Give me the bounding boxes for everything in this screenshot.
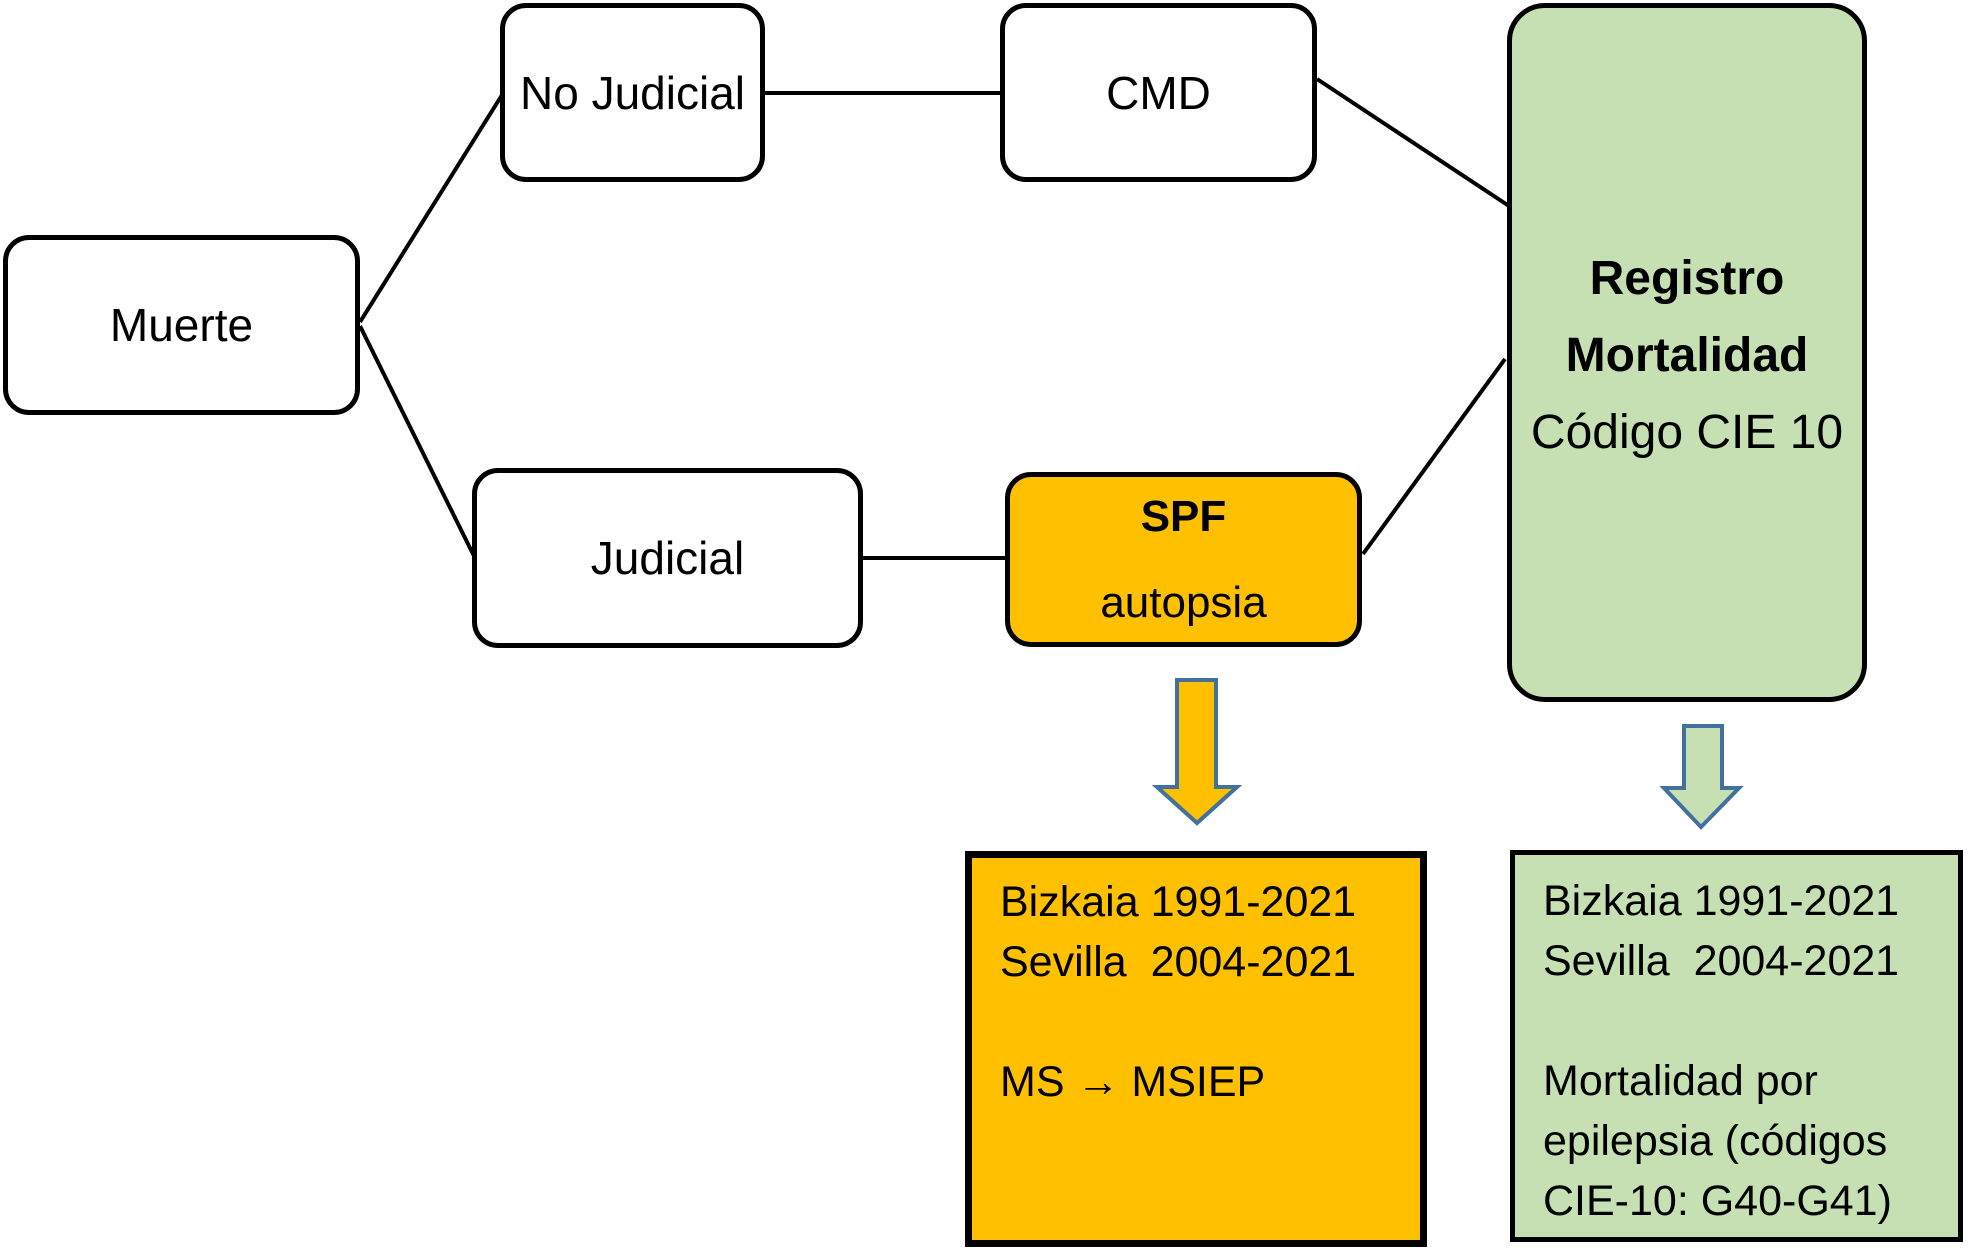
node-no-judicial-label: No Judicial bbox=[520, 66, 745, 119]
registro-title-line1: Registro bbox=[1589, 252, 1785, 305]
node-spf-title: SPF bbox=[1140, 491, 1227, 541]
node-registro-content: Registro Mortalidad Código CIE 10 bbox=[1512, 240, 1862, 471]
registro-subtitle: Código CIE 10 bbox=[1530, 406, 1844, 459]
down-arrow-icon-registro bbox=[1659, 724, 1744, 830]
down-arrow-icon-spf bbox=[1151, 678, 1243, 826]
registro-data-line: Mortalidad por bbox=[1543, 1057, 1818, 1105]
spf-data-line: MS → MSIEP bbox=[1000, 1058, 1266, 1106]
spf-data-box: Bizkaia 1991-2021 Sevilla 2004-2021 MS →… bbox=[965, 851, 1427, 1247]
registro-data-line: Bizkaia 1991-2021 bbox=[1543, 877, 1900, 925]
node-cmd: CMD bbox=[1000, 3, 1317, 182]
node-judicial-label: Judicial bbox=[590, 532, 745, 584]
connector-muerte-to-no-judicial bbox=[358, 93, 504, 324]
registro-data-line: CIE-10: G40-G41) bbox=[1543, 1177, 1892, 1225]
connector-spf-to-registro bbox=[1361, 357, 1507, 556]
node-spf-subtitle: autopsia bbox=[1100, 577, 1267, 627]
spf-data-line: Sevilla 2004-2021 bbox=[1000, 938, 1357, 986]
spf-data-line bbox=[1000, 992, 1410, 1052]
node-cmd-label: CMD bbox=[1106, 66, 1211, 119]
node-no-judicial: No Judicial bbox=[500, 3, 765, 182]
registro-data-line: epilepsia (códigos bbox=[1543, 1117, 1888, 1165]
connector-cmd-to-registro bbox=[1315, 77, 1511, 208]
connector-muerte-to-judicial bbox=[358, 325, 476, 557]
registro-data-box: Bizkaia 1991-2021 Sevilla 2004-2021 Mort… bbox=[1510, 850, 1963, 1242]
node-spf-autopsia: SPF autopsia bbox=[1005, 472, 1362, 647]
registro-title-line2: Mortalidad bbox=[1565, 329, 1809, 382]
spf-data-line: Bizkaia 1991-2021 bbox=[1000, 878, 1357, 926]
node-muerte: Muerte bbox=[3, 235, 360, 415]
node-judicial: Judicial bbox=[472, 468, 863, 648]
node-muerte-label: Muerte bbox=[109, 299, 254, 351]
node-registro-mortalidad: Registro Mortalidad Código CIE 10 bbox=[1507, 3, 1867, 702]
registro-data-line: Sevilla 2004-2021 bbox=[1543, 937, 1900, 985]
registro-data-line bbox=[1543, 991, 1948, 1051]
